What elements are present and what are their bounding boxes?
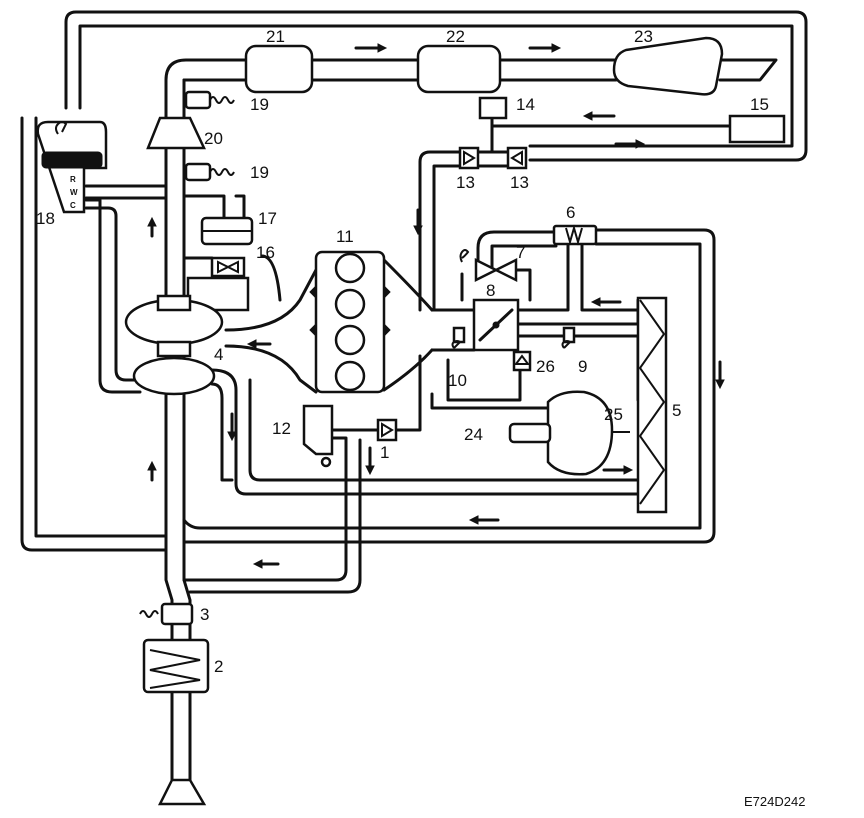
throttle-body-8 — [472, 298, 520, 352]
callout-15: 15 — [750, 95, 769, 114]
engine-block-11 — [309, 250, 391, 394]
callout-20: 20 — [204, 129, 223, 148]
callout-17: 17 — [258, 209, 277, 228]
sensor-10 — [451, 326, 466, 349]
check-valve-13b — [506, 146, 528, 170]
callout-21: 21 — [266, 27, 285, 46]
air-inlet — [157, 778, 207, 806]
callout-26: 26 — [536, 357, 555, 376]
callout-13a: 13 — [456, 173, 475, 192]
connector-pin-r: R — [70, 175, 76, 184]
air-filter-2 — [142, 638, 210, 694]
callout-23: 23 — [634, 27, 653, 46]
valve-7 — [459, 249, 518, 283]
callout-18: 18 — [36, 209, 55, 228]
callout-9: 9 — [578, 357, 587, 376]
brake-booster-25 — [508, 390, 630, 476]
callout-1: 1 — [380, 443, 389, 462]
callout-5: 5 — [672, 401, 681, 420]
component-20-funnel — [146, 116, 206, 150]
sensor-19-upper — [184, 90, 235, 110]
connector-pin-w: W — [70, 188, 78, 197]
callout-labels: 1 2 3 4 5 6 7 8 9 10 11 12 13 13 14 15 1… — [36, 27, 805, 809]
solenoid-18 — [36, 120, 108, 214]
component-3 — [139, 602, 194, 626]
check-valve-1 — [376, 418, 398, 442]
sensor-9 — [561, 326, 576, 349]
callout-24: 24 — [464, 425, 483, 444]
component-12 — [302, 404, 334, 468]
components — [36, 36, 786, 806]
component-15-box — [728, 114, 786, 144]
component-22-box — [416, 44, 502, 94]
callout-25: 25 — [604, 405, 623, 424]
flow-arrows — [147, 43, 725, 569]
callout-14: 14 — [516, 95, 535, 114]
component-21-box — [244, 44, 314, 94]
callout-16: 16 — [256, 243, 275, 262]
figure-reference-code: E724D242 — [744, 794, 805, 809]
intercooler-5 — [636, 296, 668, 514]
component-23-box — [612, 36, 724, 96]
check-valve-26 — [512, 350, 532, 372]
callout-12: 12 — [272, 419, 291, 438]
callout-6: 6 — [566, 203, 575, 222]
connector-pin-c: C — [70, 201, 76, 210]
callout-13b: 13 — [510, 173, 529, 192]
callout-19b: 19 — [250, 163, 269, 182]
callout-8: 8 — [486, 281, 495, 300]
check-valve-13a — [458, 146, 480, 170]
callout-7: 7 — [516, 243, 525, 262]
component-6 — [552, 224, 598, 246]
pipe-network — [20, 10, 808, 802]
turbocharger-4 — [124, 294, 224, 396]
callout-22: 22 — [446, 27, 465, 46]
callout-10: 10 — [448, 371, 467, 390]
component-17 — [200, 216, 254, 246]
callout-4: 4 — [214, 345, 223, 364]
component-14-box — [478, 96, 508, 120]
callout-11: 11 — [336, 227, 354, 246]
callout-19a: 19 — [250, 95, 269, 114]
sensor-19-lower — [184, 162, 235, 182]
callout-2: 2 — [214, 657, 223, 676]
callout-3: 3 — [200, 605, 209, 624]
